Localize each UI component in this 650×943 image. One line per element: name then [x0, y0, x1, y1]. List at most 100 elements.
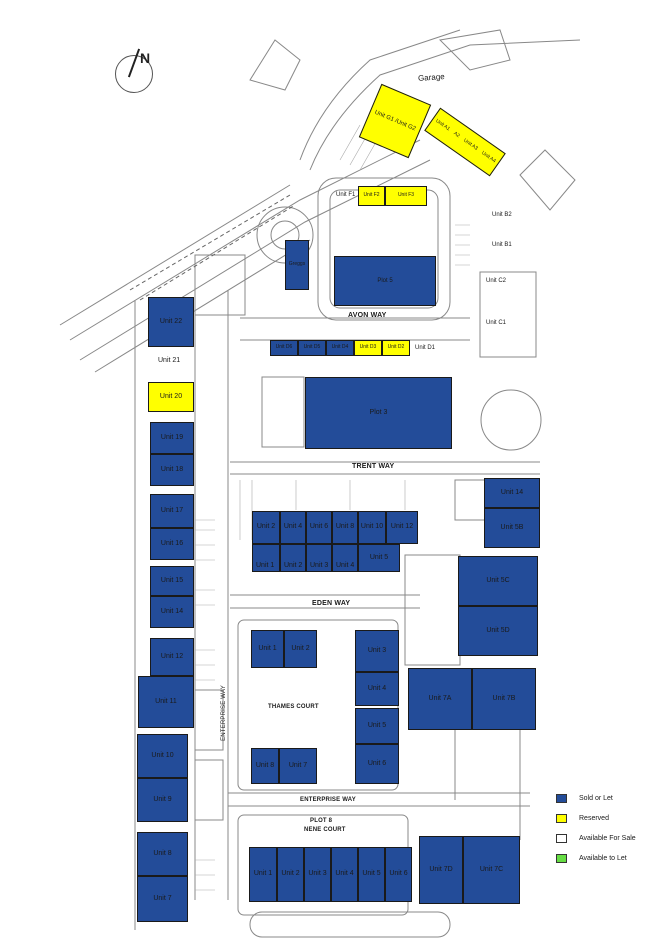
unit-16[interactable]: Unit 16	[150, 528, 194, 560]
unit-14-west-label: Unit 14	[160, 607, 184, 615]
legend-label-available-sale: Available For Sale	[579, 835, 636, 842]
unit-a4-label: Unit A4	[480, 150, 497, 165]
plot-3-label: Plot 3	[369, 408, 388, 416]
unit-5c[interactable]: Unit 5C	[458, 556, 538, 606]
nene-unit-4[interactable]: Unit 4	[331, 847, 358, 902]
plot-5[interactable]: Plot 5	[334, 256, 436, 306]
trent-bottom-unit-2[interactable]: Unit 2	[280, 544, 306, 572]
nene-unit-5-label: Unit 5	[362, 870, 381, 878]
nene-unit-6[interactable]: Unit 6	[385, 847, 412, 902]
eden-way-label: EDEN WAY	[312, 600, 351, 607]
thames-unit-8-label: Unit 8	[255, 761, 275, 769]
unit-22-label: Unit 22	[159, 317, 183, 325]
nene-unit-1[interactable]: Unit 1	[249, 847, 277, 902]
legend-swatch-sold	[556, 794, 567, 803]
thames-court-label: THAMES COURT	[268, 704, 319, 710]
trent-bottom-unit-4-label: Unit 4	[336, 562, 355, 569]
nene-unit-3-label: Unit 3	[308, 870, 327, 878]
legend-item-sold: Sold or Let	[556, 794, 613, 803]
unit-17[interactable]: Unit 17	[150, 494, 194, 528]
thames-unit-8[interactable]: Unit 8	[251, 748, 279, 784]
thames-unit-1-label: Unit 1	[258, 644, 277, 652]
avon-way-label: AVON WAY	[348, 312, 387, 319]
trent-unit-12[interactable]: Unit 12	[386, 511, 418, 544]
trent-unit-12-label: Unit 12	[390, 523, 414, 531]
unit-7-west[interactable]: Unit 7	[137, 876, 188, 922]
unit-c2-label: Unit C2	[486, 278, 507, 284]
unit-7a[interactable]: Unit 7A	[408, 668, 472, 730]
thames-unit-2[interactable]: Unit 2	[284, 630, 317, 668]
thames-unit-7[interactable]: Unit 7	[279, 748, 317, 784]
unit-f3[interactable]: Unit F3	[385, 186, 427, 206]
unit-7b[interactable]: Unit 7B	[472, 668, 536, 730]
unit-11[interactable]: Unit 11	[138, 676, 194, 728]
unit-5d[interactable]: Unit 5D	[458, 606, 538, 656]
trent-unit-10[interactable]: Unit 10	[358, 511, 386, 544]
unit-a1-label: Unit A1	[434, 118, 451, 133]
trent-bottom-unit-5-label: Unit 5	[369, 553, 389, 561]
unit-22[interactable]: Unit 22	[148, 297, 194, 347]
unit-d6[interactable]: Unit D6	[270, 340, 298, 356]
unit-14-west[interactable]: Unit 14	[150, 596, 194, 628]
thames-unit-4[interactable]: Unit 4	[355, 672, 399, 706]
unit-7a-label: Unit 7A	[428, 694, 452, 702]
unit-f2[interactable]: Unit F2	[358, 186, 385, 206]
unit-19[interactable]: Unit 19	[150, 422, 194, 454]
nene-unit-5[interactable]: Unit 5	[358, 847, 385, 902]
unit-f1-label: Unit F1	[336, 192, 356, 198]
trent-bottom-unit-3[interactable]: Unit 3	[306, 544, 332, 572]
trent-unit-4[interactable]: Unit 4	[280, 511, 306, 544]
unit-d5[interactable]: Unit D5	[298, 340, 326, 356]
thames-unit-3[interactable]: Unit 3	[355, 630, 399, 672]
unit-5d-label: Unit 5D	[486, 626, 510, 634]
plot8-label: PLOT 8	[310, 818, 333, 824]
nene-unit-2[interactable]: Unit 2	[277, 847, 304, 902]
legend-item-reserved: Reserved	[556, 814, 609, 823]
unit-20[interactable]: Unit 20	[148, 382, 194, 412]
unit-9[interactable]: Unit 9	[137, 778, 188, 822]
trent-bottom-unit-4[interactable]: Unit 4	[332, 544, 358, 572]
unit-7c[interactable]: Unit 7C	[463, 836, 520, 904]
unit-15[interactable]: Unit 15	[150, 566, 194, 596]
thames-unit-2-label: Unit 2	[291, 644, 310, 652]
trent-unit-2[interactable]: Unit 2	[252, 511, 280, 544]
unit-10-west[interactable]: Unit 10	[137, 734, 188, 778]
legend-item-available-sale: Available For Sale	[556, 834, 636, 843]
thames-unit-6[interactable]: Unit 6	[355, 744, 399, 784]
nene-unit-3[interactable]: Unit 3	[304, 847, 331, 902]
trent-bottom-unit-5[interactable]: Unit 5	[358, 544, 400, 572]
unit-11-label: Unit 11	[155, 697, 177, 705]
plot-5-label: Plot 5	[377, 277, 393, 284]
unit-d4[interactable]: Unit D4	[326, 340, 354, 356]
trent-unit-2-label: Unit 2	[256, 523, 276, 531]
thames-unit-7-label: Unit 7	[288, 761, 308, 769]
unit-d4-label: Unit D4	[331, 344, 349, 351]
trent-bottom-unit-2-label: Unit 2	[284, 562, 303, 569]
enterprise-way-label: ENTERPRISE WAY	[300, 797, 356, 803]
nene-unit-4-label: Unit 4	[335, 870, 354, 878]
unit-f3-label: Unit F3	[397, 192, 415, 199]
unit-5b[interactable]: Unit 5B	[484, 508, 540, 548]
trent-bottom-unit-3-label: Unit 3	[310, 562, 329, 569]
trent-bottom-unit-1-label: Unit 1	[256, 562, 275, 569]
trent-unit-8-label: Unit 8	[335, 523, 355, 531]
unit-18[interactable]: Unit 18	[150, 454, 194, 486]
greggs-unit[interactable]: Greggs	[285, 240, 309, 290]
trent-unit-6[interactable]: Unit 6	[306, 511, 332, 544]
unit-16-label: Unit 16	[160, 539, 184, 547]
unit-8-west[interactable]: Unit 8	[137, 832, 188, 876]
unit-d2[interactable]: Unit D2	[382, 340, 410, 356]
unit-19-label: Unit 19	[160, 433, 184, 441]
unit-d3[interactable]: Unit D3	[354, 340, 382, 356]
thames-unit-5[interactable]: Unit 5	[355, 708, 399, 744]
unit-7d[interactable]: Unit 7D	[419, 836, 463, 904]
unit-b2-label: Unit B2	[492, 212, 512, 218]
trent-unit-8[interactable]: Unit 8	[332, 511, 358, 544]
trent-bottom-unit-1[interactable]: Unit 1	[252, 544, 280, 572]
plot-3[interactable]: Plot 3	[305, 377, 452, 449]
unit-12-west[interactable]: Unit 12	[150, 638, 194, 676]
unit-7b-label: Unit 7B	[492, 694, 516, 702]
unit-14-east[interactable]: Unit 14	[484, 478, 540, 508]
thames-unit-1[interactable]: Unit 1	[251, 630, 284, 668]
